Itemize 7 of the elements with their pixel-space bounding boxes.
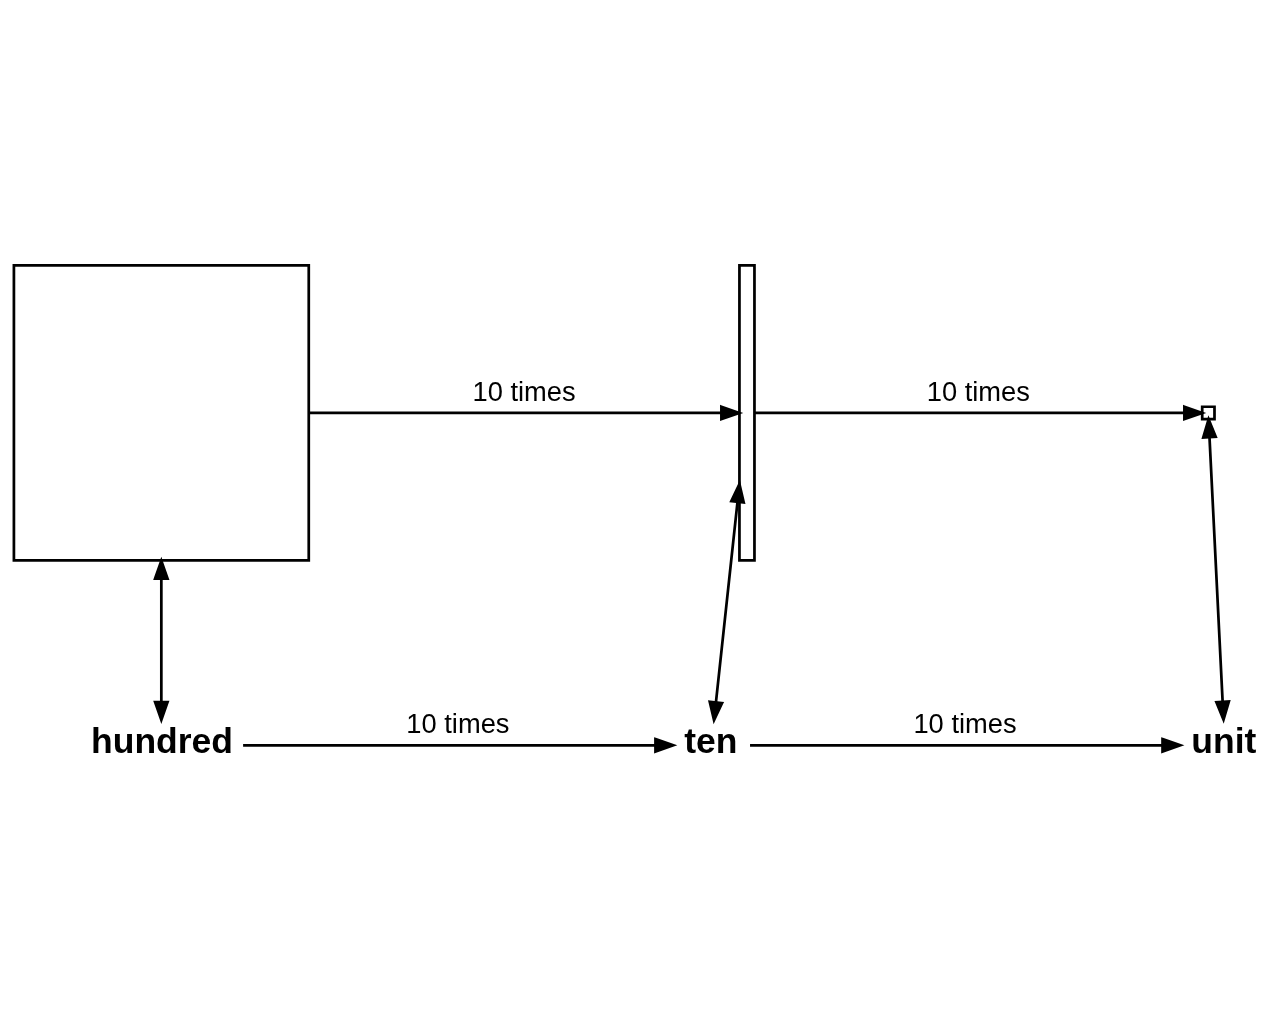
- edge-label: 10 times: [913, 708, 1017, 739]
- node-text: hundred: [91, 720, 233, 761]
- edge-label: 10 times: [926, 375, 1030, 407]
- edge-label: 10 times: [472, 375, 576, 407]
- node-text: ten: [684, 720, 738, 761]
- edge-label: 10 times: [406, 708, 510, 739]
- node-text: unit: [1191, 720, 1257, 761]
